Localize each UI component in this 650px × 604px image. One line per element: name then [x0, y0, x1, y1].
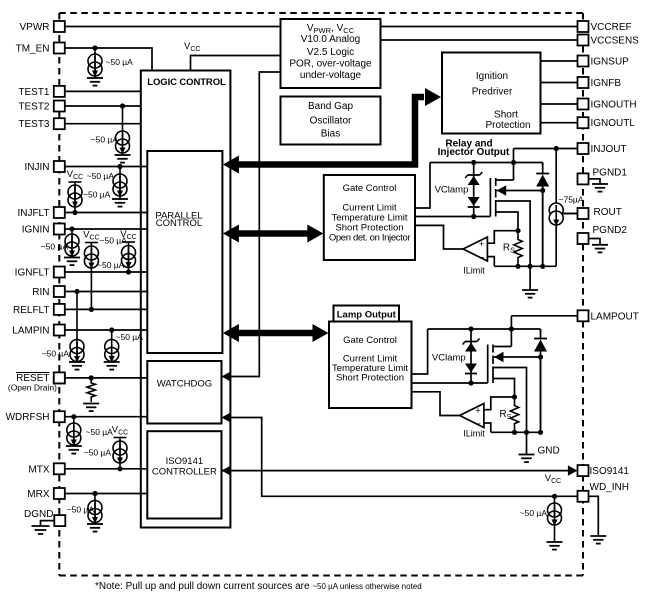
svg-text:ISO9141: ISO9141 — [590, 466, 630, 477]
svg-text:ILimit: ILimit — [463, 429, 485, 439]
svg-text:VCC: VCC — [67, 169, 83, 181]
svg-text:RS: RS — [503, 243, 515, 255]
svg-text:~50 µA: ~50 µA — [91, 135, 119, 145]
svg-text:RS: RS — [499, 409, 511, 421]
svg-text:TM_EN: TM_EN — [16, 44, 50, 55]
svg-text:~50 µA: ~50 µA — [41, 242, 69, 252]
svg-text:ROUT: ROUT — [594, 207, 622, 218]
svg-text:Relay and: Relay and — [445, 139, 492, 150]
svg-text:under-voltage: under-voltage — [300, 70, 362, 81]
svg-text:WDRFSH: WDRFSH — [6, 412, 50, 423]
svg-text:DGND: DGND — [24, 509, 53, 520]
svg-text:VClamp: VClamp — [432, 353, 466, 364]
svg-text:RIN: RIN — [32, 287, 49, 298]
svg-text:INJIN: INJIN — [25, 162, 50, 173]
svg-text:IGNOUTL: IGNOUTL — [591, 118, 636, 129]
svg-text:Predriver: Predriver — [472, 87, 513, 98]
svg-text:PGND1: PGND1 — [593, 168, 628, 179]
svg-text:CONTROL: CONTROL — [156, 218, 202, 229]
svg-text:(Open Drain): (Open Drain) — [8, 383, 57, 393]
svg-text:ILimit: ILimit — [463, 266, 485, 276]
svg-text:VPWR, VCC: VPWR, VCC — [307, 23, 355, 35]
svg-text:Temperature Limit: Temperature Limit — [332, 363, 408, 374]
svg-text:MRX: MRX — [27, 489, 50, 500]
svg-text:Gate Control: Gate Control — [343, 183, 397, 194]
svg-text:~50 µA: ~50 µA — [87, 171, 115, 181]
svg-text:~50 µA: ~50 µA — [42, 349, 70, 359]
svg-text:Ignition: Ignition — [476, 71, 508, 82]
svg-text:WD_INH: WD_INH — [590, 482, 629, 493]
svg-text:Protection: Protection — [485, 120, 530, 131]
svg-text:–: – — [475, 418, 480, 428]
svg-text:Short Protection: Short Protection — [335, 223, 403, 234]
svg-text:Oscillator: Oscillator — [310, 116, 352, 127]
svg-text:~50 µA: ~50 µA — [97, 260, 125, 270]
svg-text:POR, over-voltage: POR, over-voltage — [289, 59, 372, 70]
svg-text:Current Limit: Current Limit — [343, 354, 398, 365]
svg-text:VCCSENS: VCCSENS — [591, 36, 640, 47]
svg-text:GND: GND — [538, 446, 560, 457]
svg-text:IGNOUTH: IGNOUTH — [591, 100, 637, 111]
svg-text:IGNSUP: IGNSUP — [591, 57, 630, 68]
svg-text:Temperature Limit: Temperature Limit — [331, 213, 407, 224]
svg-text:CONTROLLER: CONTROLLER — [152, 467, 217, 478]
svg-text:Gate Control: Gate Control — [343, 335, 397, 346]
svg-text:V2.5 Logic: V2.5 Logic — [307, 47, 354, 58]
svg-text:~50 µA: ~50 µA — [520, 508, 548, 518]
svg-text:RELFLT: RELFLT — [13, 305, 50, 316]
svg-text:Injector Output: Injector Output — [438, 147, 510, 158]
svg-text:IGNFLT: IGNFLT — [15, 268, 50, 279]
svg-text:VCC: VCC — [545, 473, 561, 485]
svg-text:PGND2: PGND2 — [593, 225, 628, 236]
svg-text:ISO9141: ISO9141 — [166, 456, 204, 467]
svg-text:RESET: RESET — [16, 373, 49, 384]
svg-text:IGNIN: IGNIN — [22, 225, 50, 236]
svg-text:~50 µA: ~50 µA — [116, 332, 144, 342]
svg-text:Bias: Bias — [321, 129, 340, 140]
svg-text:TEST2: TEST2 — [18, 102, 50, 113]
svg-text:VCC: VCC — [112, 425, 128, 437]
svg-text:VCC: VCC — [184, 41, 200, 53]
svg-text:PARALLEL: PARALLEL — [155, 211, 202, 222]
svg-text:VClamp: VClamp — [435, 185, 469, 196]
svg-text:~50 µA: ~50 µA — [67, 505, 95, 515]
svg-text:VCCREF: VCCREF — [591, 22, 632, 33]
svg-text:~50 µA: ~50 µA — [83, 190, 111, 200]
svg-text:WATCHDOG: WATCHDOG — [157, 379, 212, 390]
svg-text:IGNFB: IGNFB — [591, 78, 622, 89]
svg-text:~50 µA: ~50 µA — [106, 57, 134, 67]
svg-text:TEST1: TEST1 — [18, 87, 50, 98]
svg-text:~50 µA: ~50 µA — [84, 448, 112, 458]
svg-text:+: + — [475, 406, 480, 416]
svg-text:VCC: VCC — [120, 229, 136, 241]
svg-text:Short Protection: Short Protection — [336, 373, 404, 384]
svg-text:VCC: VCC — [83, 230, 99, 242]
svg-text:Lamp Output: Lamp Output — [337, 310, 397, 321]
svg-text:TEST3: TEST3 — [18, 119, 50, 130]
svg-text:Open det. on Injector: Open det. on Injector — [329, 233, 411, 244]
svg-text:Current Limit: Current Limit — [342, 203, 397, 214]
svg-text:INJOUT: INJOUT — [591, 144, 627, 155]
svg-text:MTX: MTX — [28, 464, 49, 475]
svg-text:~50 µA: ~50 µA — [100, 236, 128, 246]
svg-text:LAMPIN: LAMPIN — [12, 326, 49, 337]
svg-text:–: – — [479, 252, 484, 262]
svg-text:~75µA: ~75µA — [559, 195, 584, 205]
svg-text:+: + — [479, 239, 484, 249]
svg-text:V10.0 Analog: V10.0 Analog — [301, 34, 361, 45]
svg-text:INJFLT: INJFLT — [17, 208, 49, 219]
svg-text:Short: Short — [494, 110, 518, 121]
svg-text:*Note: Pull up and pull down c: *Note: Pull up and pull down current sou… — [95, 581, 422, 592]
svg-text:VPWR: VPWR — [20, 22, 50, 33]
svg-text:LOGIC CONTROL: LOGIC CONTROL — [147, 77, 226, 88]
svg-text:~50 µA: ~50 µA — [86, 427, 114, 437]
svg-text:Band Gap: Band Gap — [308, 101, 353, 112]
svg-text:LAMPOUT: LAMPOUT — [591, 311, 639, 322]
